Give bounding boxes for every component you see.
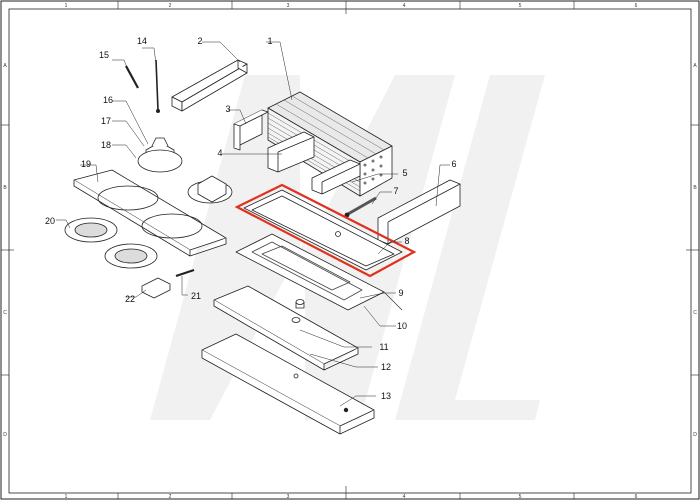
ruler-labels: 1 2 3 4 5 6 1 2 3 4 5 6 A B C D A B C D xyxy=(3,3,697,500)
part-11-insulation-panel xyxy=(213,285,359,371)
callout-11: 11 xyxy=(379,342,388,352)
callout-10: 10 xyxy=(397,321,407,331)
part-4-plate xyxy=(267,131,315,173)
row-label-right: D xyxy=(693,432,697,438)
row-label-right: B xyxy=(693,185,697,191)
callout-15: 15 xyxy=(99,50,109,60)
callout-2: 2 xyxy=(197,36,202,46)
callout-18: 18 xyxy=(101,140,111,150)
row-label-left: B xyxy=(3,185,7,191)
col-label-top: 5 xyxy=(519,3,522,9)
row-label-left: C xyxy=(3,310,7,316)
part-13-base-tray xyxy=(201,333,375,435)
col-label-top: 4 xyxy=(403,3,406,9)
part-8-drip-tray xyxy=(243,189,403,271)
row-label-left: A xyxy=(3,63,7,69)
callout-6: 6 xyxy=(451,159,456,169)
col-label-bottom: 2 xyxy=(169,494,172,500)
callout-13: 13 xyxy=(381,391,391,401)
fan-motor-assembly xyxy=(187,175,233,204)
callout-5: 5 xyxy=(402,168,407,178)
callout-labels: 1 2 3 4 5 6 7 8 9 10 11 12 13 14 15 16 1… xyxy=(45,36,457,401)
callout-14: 14 xyxy=(137,36,147,46)
part-2-bracket xyxy=(171,59,248,112)
part-5-end-bracket xyxy=(311,159,361,195)
callout-21: 21 xyxy=(191,291,201,301)
callout-7: 7 xyxy=(393,186,398,196)
col-label-top: 2 xyxy=(169,3,172,9)
row-label-right: A xyxy=(693,63,697,69)
part-21-pin xyxy=(175,268,195,278)
callout-19: 19 xyxy=(81,159,91,169)
part-20-fan-guards xyxy=(64,217,158,269)
part-18-fan-blade xyxy=(137,149,183,173)
col-label-top: 3 xyxy=(287,3,290,9)
row-label-left: D xyxy=(3,432,7,438)
col-label-top: 6 xyxy=(635,3,638,9)
callout-8: 8 xyxy=(404,236,409,246)
callout-9: 9 xyxy=(398,288,403,298)
callout-16: 16 xyxy=(103,95,113,105)
callout-20: 20 xyxy=(45,216,55,226)
part-3-side-plate xyxy=(233,109,269,151)
part-14-sensor-rod xyxy=(155,59,160,114)
part-22-clip xyxy=(141,277,171,299)
row-label-right: C xyxy=(693,310,697,316)
part-10-drain-fitting xyxy=(295,299,305,309)
col-label-top: 1 xyxy=(65,3,68,9)
callout-22: 22 xyxy=(125,294,135,304)
callout-17: 17 xyxy=(101,116,111,126)
leader-lines xyxy=(56,41,450,407)
part-9-heater-coil xyxy=(235,233,403,311)
col-label-bottom: 5 xyxy=(519,494,522,500)
col-label-bottom: 3 xyxy=(287,494,290,500)
callout-3: 3 xyxy=(225,104,230,114)
callout-4: 4 xyxy=(217,148,222,158)
callout-12: 12 xyxy=(381,362,391,372)
highlight-outline xyxy=(234,183,417,278)
col-label-bottom: 6 xyxy=(635,494,638,500)
col-label-bottom: 4 xyxy=(403,494,406,500)
callout-1: 1 xyxy=(267,36,272,46)
part-19-fan-plate xyxy=(73,169,227,257)
col-label-bottom: 1 xyxy=(65,494,68,500)
parts xyxy=(64,59,461,435)
